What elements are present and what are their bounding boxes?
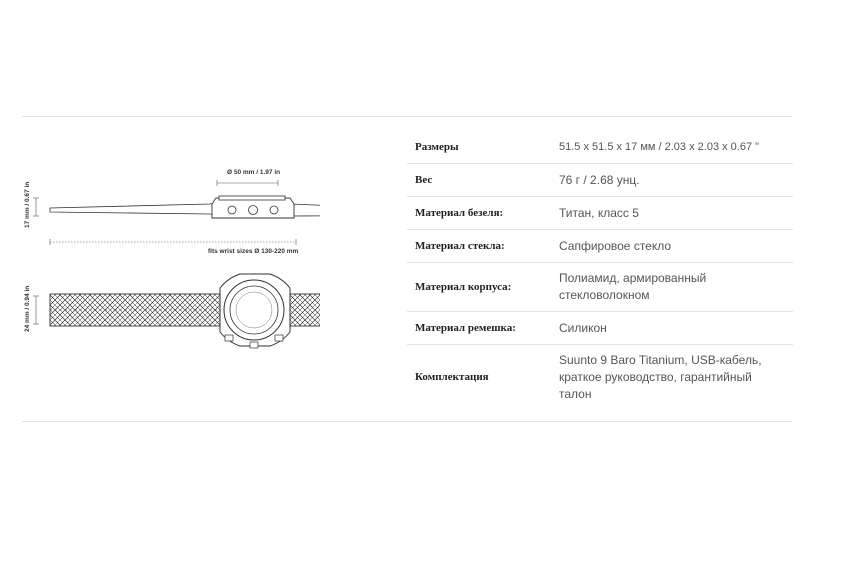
spec-label: Материал корпуса:: [415, 281, 512, 293]
watch-drawing: [33, 180, 320, 349]
spec-row-bezel: Материал безеля: Титан, класс 5: [407, 197, 793, 230]
spec-row-glass: Материал стекла: Сапфировое стекло: [407, 230, 793, 263]
spec-label: Размеры: [415, 141, 459, 153]
specs-table: Размеры 51.5 x 51.5 x 17 мм / 2.03 x 2.0…: [407, 131, 793, 409]
spec-row-dimensions: Размеры 51.5 x 51.5 x 17 мм / 2.03 x 2.0…: [407, 131, 793, 164]
spec-label: Комплектация: [415, 371, 489, 383]
spec-value: Suunto 9 Baro Titanium, USB-кабель, крат…: [559, 352, 762, 401]
spec-value: Силикон: [559, 320, 607, 335]
spec-row-package: Комплектация Suunto 9 Baro Titanium, USB…: [407, 345, 793, 409]
spec-row-strap: Материал ремешка: Силикон: [407, 312, 793, 345]
dial-size-label: Ø 50 mm / 1.97 in: [227, 169, 281, 176]
spec-value: Титан, класс 5: [559, 205, 639, 220]
spec-row-case: Материал корпуса: Полиамид, армированный…: [407, 263, 793, 312]
spec-label: Материал безеля:: [415, 207, 504, 219]
spec-label: Материал ремешка:: [415, 322, 516, 334]
spec-row-weight: Вес 76 г / 2.68 унц.: [407, 164, 793, 197]
spec-value: 51.5 x 51.5 x 17 мм / 2.03 x 2.03 x 0.67…: [559, 140, 760, 153]
spec-label: Вес: [415, 174, 433, 186]
thickness-label: 17 mm / 0.67 in: [24, 181, 31, 228]
spec-value: Сапфировое стекло: [559, 238, 672, 253]
spec-label: Материал стекла:: [415, 240, 505, 252]
watch-dimensions-diagram: Ø 50 mm / 1.97 in 17 mm / 0.67 in fits w…: [20, 160, 320, 360]
wrist-size-label: fits wrist sizes Ø 130-220 mm: [208, 248, 299, 255]
bottom-divider: [22, 421, 792, 422]
spec-value: 76 г / 2.68 унц.: [559, 172, 640, 187]
top-divider: [22, 116, 792, 117]
spec-value: Полиамид, армированный стекловолокном: [559, 271, 707, 302]
strap-width-label: 24 mm / 0.94 in: [24, 285, 31, 332]
